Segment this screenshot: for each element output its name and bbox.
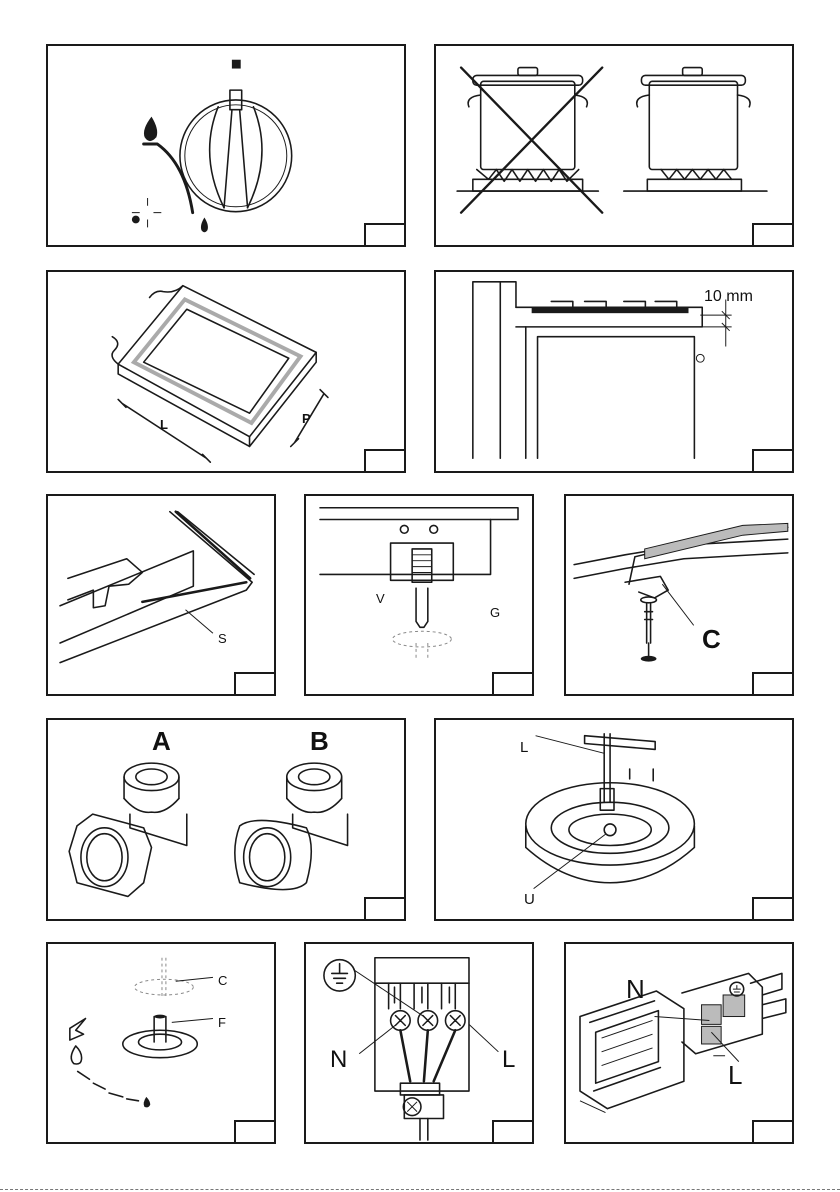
- panel-worktop-cutout: L P: [46, 270, 406, 473]
- figure-number-box: [752, 897, 794, 921]
- dimension-label: 10 mm: [704, 289, 753, 305]
- bypass-screw-drawing: [48, 944, 274, 1142]
- figure-number-box: [492, 1120, 534, 1144]
- large-flame-icon: [70, 1018, 86, 1040]
- fittings-drawing: [48, 720, 404, 919]
- label-length: L: [160, 418, 168, 431]
- panel-pot-placement: [434, 44, 794, 247]
- figure-number-box: [752, 1120, 794, 1144]
- terminal-block-drawing: [306, 944, 532, 1142]
- panel-control-knob: [46, 44, 406, 247]
- panel-clearance: 10 mm: [434, 270, 794, 473]
- off-position-mark: [232, 60, 241, 69]
- label-neutral: N: [330, 1048, 347, 1072]
- figure-number-box: [234, 1120, 276, 1144]
- figure-number-box: [364, 897, 406, 921]
- correct-pot: [624, 68, 767, 192]
- label-fitting-b: B: [310, 728, 329, 754]
- figure-number-box: [364, 449, 406, 473]
- terminal-box-drawing: [566, 944, 792, 1142]
- fitting-a: [69, 763, 187, 896]
- label-v: V: [376, 592, 385, 605]
- figure-number-box: [234, 672, 276, 696]
- small-flame-icon: [144, 1097, 151, 1107]
- medium-flame-icon: [71, 1046, 81, 1064]
- figure-number-box: [752, 449, 794, 473]
- pot-placement-drawing: [436, 46, 792, 245]
- label-depth: P: [302, 412, 311, 425]
- ignition-dot-icon: [132, 216, 140, 224]
- large-flame-icon: [144, 117, 157, 142]
- injector-drawing: [436, 720, 792, 919]
- small-flame-icon: [201, 218, 208, 233]
- panel-fittings: A B: [46, 718, 406, 921]
- bracket-drawing: [306, 496, 532, 694]
- label-fitting-a: A: [152, 728, 171, 754]
- clamp-drawing: [566, 496, 792, 694]
- figure-number-box: [752, 223, 794, 247]
- worktop-cutout-drawing: [48, 272, 404, 471]
- label-flow-screw: F: [218, 1016, 226, 1029]
- wrong-pot: [457, 68, 602, 213]
- label-screwdriver: C: [218, 974, 227, 987]
- figure-number-box: [752, 672, 794, 696]
- label-live: L: [728, 1062, 742, 1088]
- panel-injector: L U: [434, 718, 794, 921]
- label-g: G: [490, 606, 500, 619]
- panel-clamp: C: [564, 494, 794, 696]
- label-key: L: [520, 740, 528, 755]
- control-knob-drawing: [48, 46, 404, 245]
- panel-bypass-screw: C F: [46, 942, 276, 1144]
- label-live: L: [502, 1048, 515, 1072]
- label-seal: S: [218, 632, 227, 645]
- figure-number-box: [492, 672, 534, 696]
- panel-terminal-box: N L: [564, 942, 794, 1144]
- label-neutral: N: [626, 976, 645, 1002]
- label-clamp: C: [702, 626, 721, 652]
- fitting-b: [235, 763, 348, 889]
- figure-number-box: [364, 223, 406, 247]
- page-bottom-rule: [0, 1189, 840, 1191]
- label-injector: U: [524, 892, 535, 907]
- panel-seal: S: [46, 494, 276, 696]
- panel-bracket: V G: [304, 494, 534, 696]
- panel-terminal-block: N L: [304, 942, 534, 1144]
- seal-drawing: [48, 496, 274, 694]
